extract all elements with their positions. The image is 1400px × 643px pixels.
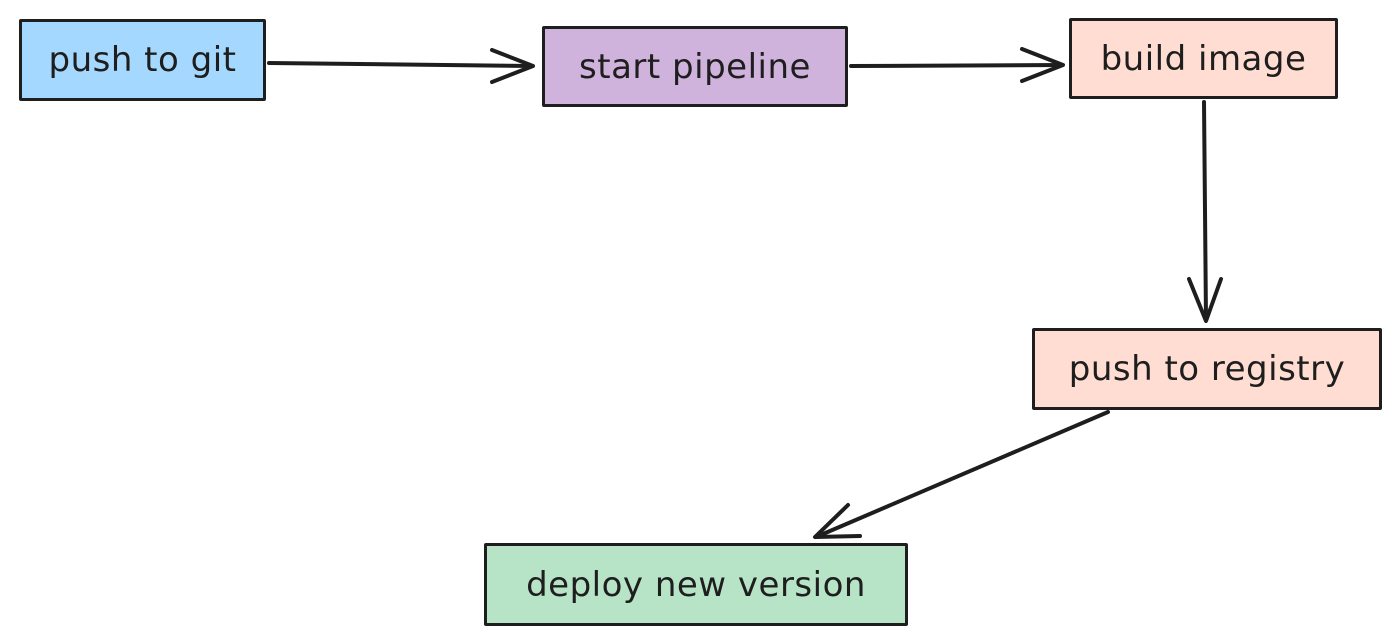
edge-push-git-to-start: [267, 48, 535, 84]
edge-registry-to-deploy: [813, 410, 1110, 539]
node-label: push to git: [48, 40, 237, 80]
node-push-to-registry: push to registry: [1032, 328, 1382, 410]
node-label: deploy new version: [526, 564, 866, 605]
node-push-to-git: push to git: [19, 19, 266, 101]
edge-start-to-build: [849, 47, 1065, 83]
node-label: build image: [1100, 38, 1307, 79]
node-label: push to registry: [1068, 349, 1346, 389]
node-start-pipeline: start pipeline: [542, 26, 848, 107]
node-build-image: build image: [1069, 18, 1338, 99]
node-label: start pipeline: [579, 46, 811, 87]
node-deploy-new-version: deploy new version: [484, 543, 908, 626]
edge-build-to-registry: [1187, 100, 1223, 323]
